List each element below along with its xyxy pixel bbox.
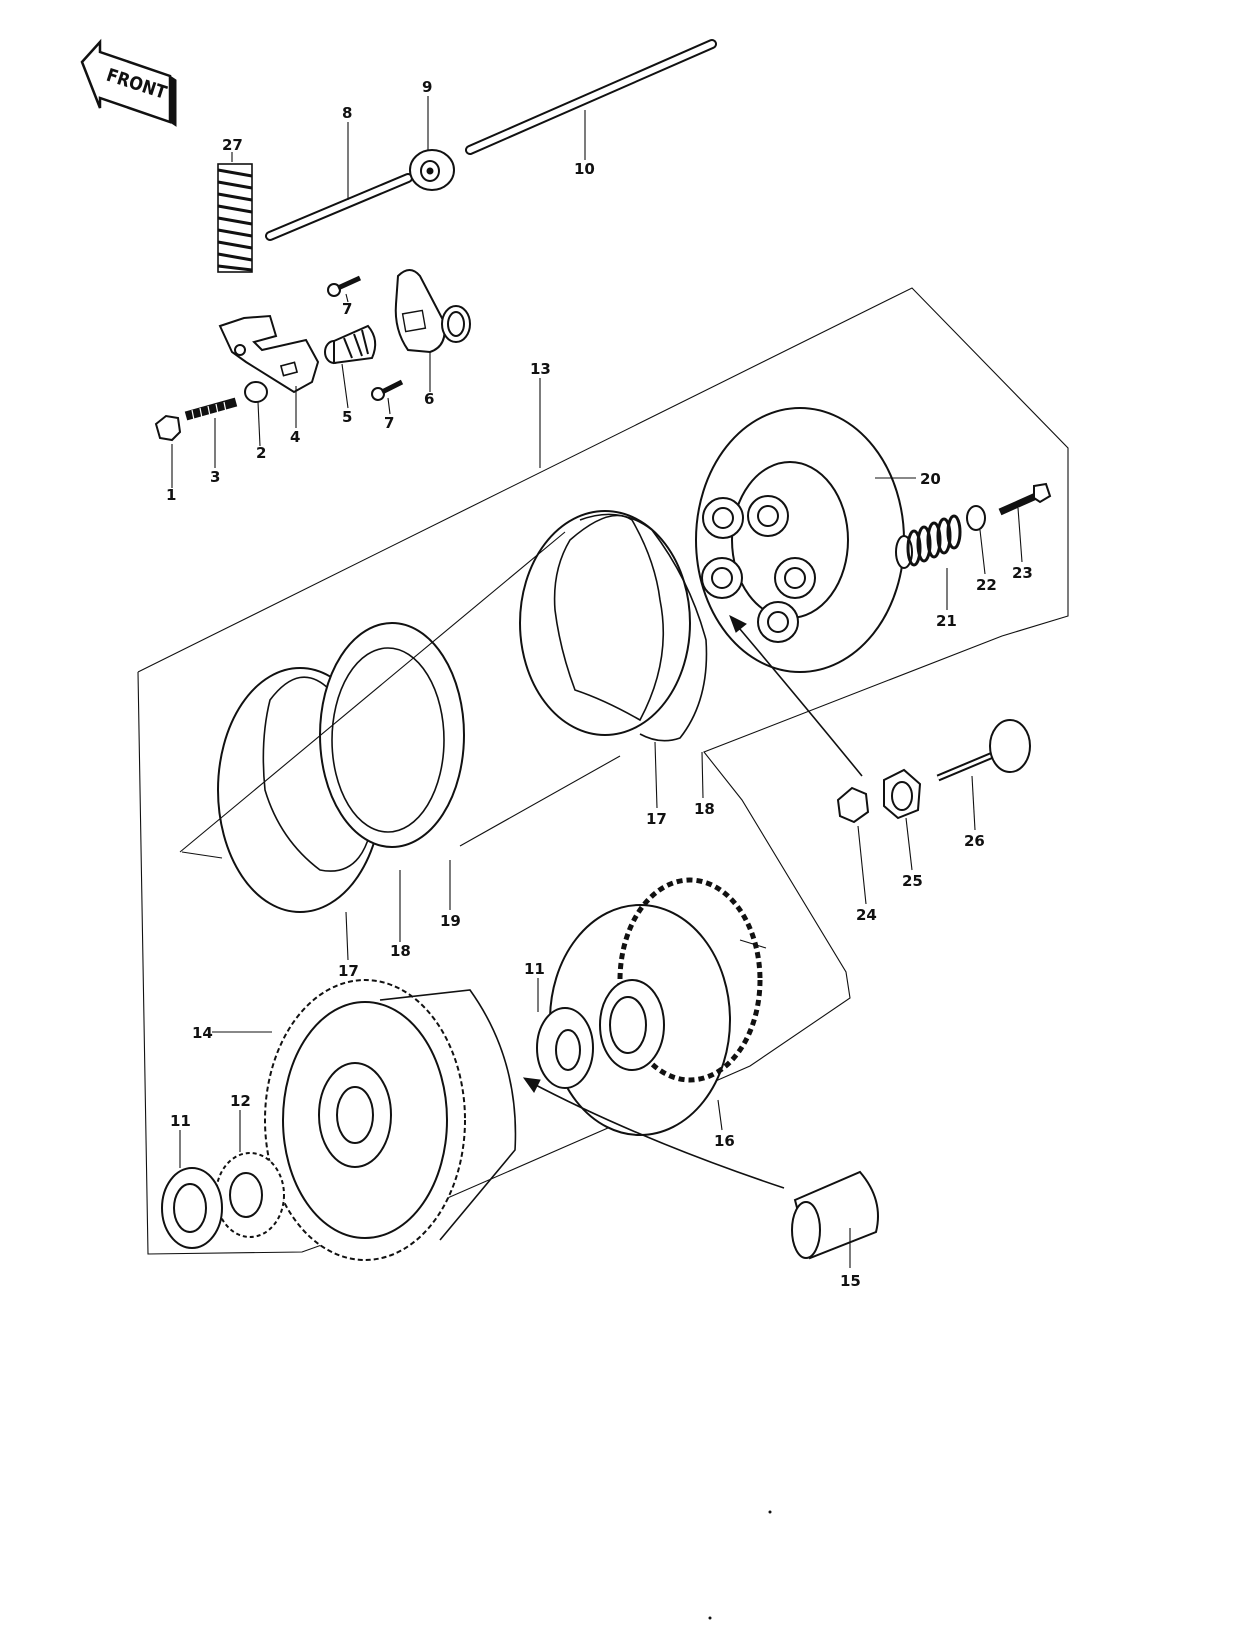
- callout-25: 25: [902, 872, 923, 890]
- pushrod-26: [936, 719, 1031, 782]
- callout-14: 14: [192, 1024, 213, 1042]
- callout-8: 8: [342, 104, 352, 122]
- alignment-lines: [179, 531, 767, 949]
- cushion-plate: [319, 622, 465, 848]
- callout-23: 23: [1012, 564, 1033, 582]
- screw-7-bottom: [371, 379, 404, 401]
- spring-27: [217, 163, 253, 273]
- callout-18a: 18: [694, 800, 715, 818]
- cushion-plate-inner: [331, 647, 445, 833]
- callout-4: 4: [290, 428, 300, 446]
- boss-group: [701, 495, 816, 643]
- stud-3: [184, 397, 238, 421]
- pushrod-long: [465, 39, 717, 155]
- callout-22: 22: [976, 576, 997, 594]
- speck: [768, 1510, 772, 1514]
- callout-19: 19: [440, 912, 461, 930]
- callout-9: 9: [422, 78, 432, 96]
- callout-21: 21: [936, 612, 957, 630]
- callout-17a: 17: [646, 810, 667, 828]
- gear-12: [215, 1152, 285, 1238]
- lock-washer-24: [836, 786, 870, 824]
- release-worm: [324, 324, 377, 365]
- washer-2: [244, 381, 268, 403]
- callout-26: 26: [964, 832, 985, 850]
- callout-13: 13: [530, 360, 551, 378]
- screw-7-top: [327, 275, 362, 297]
- clutch-housing: [264, 979, 517, 1261]
- clutch-hub: [549, 877, 763, 1136]
- steel-plate-right-ring: [579, 513, 708, 742]
- callout-16: 16: [714, 1132, 735, 1150]
- pushrod-short: [265, 173, 413, 241]
- leader-lines: [171, 96, 1023, 1268]
- nut-1: [154, 414, 182, 442]
- callout-27: 27: [222, 136, 243, 154]
- bolt-23: [998, 482, 1052, 516]
- callout-7b: 7: [384, 414, 394, 432]
- callout-18b: 18: [390, 942, 411, 960]
- callout-6: 6: [424, 390, 434, 408]
- washer-11-right: [536, 1007, 594, 1089]
- callout-11b: 11: [524, 960, 545, 978]
- callout-17b: 17: [338, 962, 359, 980]
- callout-12: 12: [230, 1092, 251, 1110]
- washer-11-left: [161, 1167, 223, 1249]
- callout-15: 15: [840, 1272, 861, 1290]
- washer-22: [966, 505, 986, 531]
- assembly-arrow-lower: [522, 1077, 785, 1189]
- assembly-arrow-upper: [729, 614, 863, 777]
- callout-11a: 11: [170, 1112, 191, 1130]
- pressure-plate: [695, 407, 905, 673]
- callout-10: 10: [574, 160, 595, 178]
- sleeve-15: [791, 1170, 879, 1260]
- callout-1: 1: [166, 486, 176, 504]
- spring-21: [895, 514, 962, 569]
- callout-2: 2: [256, 444, 266, 462]
- release-holder: [394, 269, 471, 354]
- speck: [708, 1616, 712, 1620]
- steel-plate-right: [553, 514, 665, 722]
- steel-ball: [409, 149, 455, 191]
- callout-24: 24: [856, 906, 877, 924]
- callout-20: 20: [920, 470, 941, 488]
- nut-25: [883, 768, 922, 820]
- callout-5: 5: [342, 408, 352, 426]
- front-arrow-icon: FRONT: [80, 38, 177, 127]
- callout-3: 3: [210, 468, 220, 486]
- callout-7a: 7: [342, 300, 352, 318]
- release-lever: [218, 314, 320, 394]
- friction-plate-right: [519, 510, 691, 736]
- callout-labels: 1 2 3 4 5 6 7 7 8 9 10 11 11 12 13 14 15…: [166, 78, 1033, 1290]
